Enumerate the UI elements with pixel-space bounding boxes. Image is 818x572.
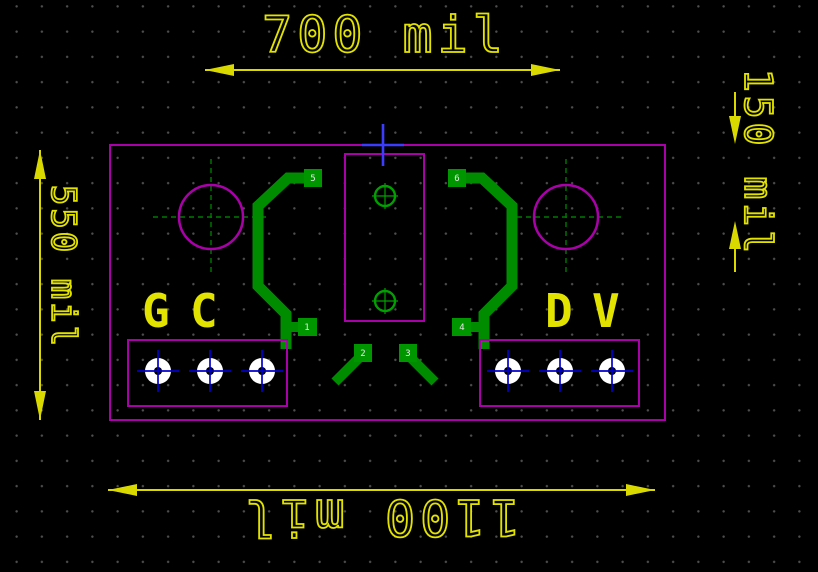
dimension-arrow-right[interactable]: [729, 92, 741, 272]
pad-number-1: 1: [304, 323, 309, 333]
smd-pad-5[interactable]: [304, 169, 322, 187]
smd-pad-3[interactable]: [399, 344, 417, 362]
origin-cross-icon: [362, 124, 404, 166]
silkscreen-label-v[interactable]: V: [592, 284, 620, 338]
dimension-label-top[interactable]: 700 mil: [261, 5, 508, 65]
pad-number-4: 4: [459, 323, 464, 333]
connector-block-right[interactable]: [479, 339, 640, 407]
mounting-hole-right[interactable]: [508, 159, 624, 275]
pad-number-3: 3: [405, 349, 410, 359]
smd-pad-6[interactable]: [448, 169, 466, 187]
silkscreen-label-c[interactable]: C: [190, 284, 218, 338]
dimension-arrow-top[interactable]: [205, 64, 560, 76]
smd-pad-4[interactable]: [452, 318, 471, 336]
smd-pad-2[interactable]: [354, 344, 372, 362]
smd-pad-1[interactable]: [298, 318, 317, 336]
dimension-arrow-left[interactable]: [34, 150, 46, 420]
dimension-label-bottom[interactable]: 1100 mil: [239, 487, 522, 547]
pth-pad-right-3[interactable]: [591, 350, 633, 392]
via-bottom[interactable]: [372, 288, 398, 314]
pth-pad-right-2[interactable]: [539, 350, 581, 392]
pad-number-2: 2: [360, 349, 365, 359]
dimension-label-left[interactable]: 550 mil: [42, 184, 84, 350]
pth-pad-left-3[interactable]: [241, 350, 283, 392]
component-outline[interactable]: [344, 153, 425, 322]
pad-number-6: 6: [454, 174, 459, 184]
silkscreen-label-d[interactable]: D: [545, 284, 573, 338]
pth-pad-left-2[interactable]: [189, 350, 231, 392]
dimension-arrow-bottom[interactable]: [108, 484, 655, 496]
mounting-hole-left[interactable]: [153, 159, 269, 275]
silkscreen-label-g[interactable]: G: [142, 284, 170, 338]
via-top[interactable]: [372, 183, 398, 209]
pth-pad-left-1[interactable]: [137, 350, 179, 392]
pth-pad-right-1[interactable]: [487, 350, 529, 392]
connector-block-left[interactable]: [127, 339, 288, 407]
dimension-label-right[interactable]: 150 mil: [735, 68, 781, 258]
pad-number-5: 5: [310, 174, 315, 184]
